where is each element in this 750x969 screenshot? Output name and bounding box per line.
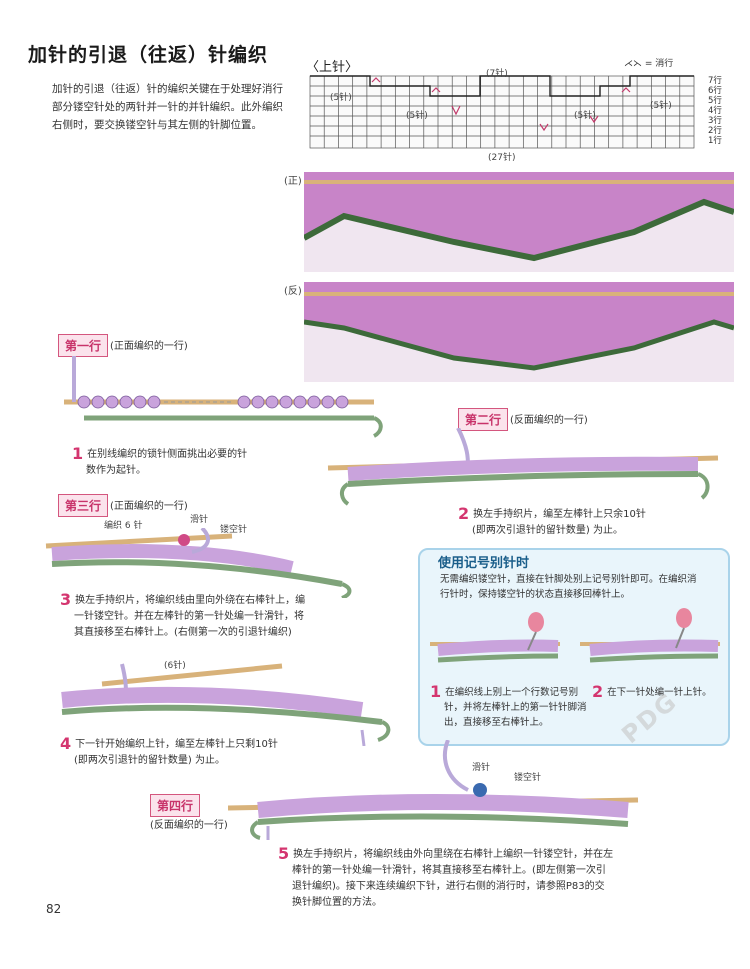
row-label-3: 3行 <box>708 116 722 126</box>
photo-back-label: (反) <box>284 286 302 297</box>
label-6-stitches: (6针) <box>164 661 186 671</box>
step-tag-row-1: 第一行 <box>58 334 109 357</box>
knitting-chart <box>309 75 695 149</box>
step-note-row-2: (反面编织的一行) <box>510 415 588 426</box>
tip-body: 无需编织镂空针，直接在针脚处别上记号别针即可。在编织消 行针时，保持镂空针的状态… <box>440 574 697 600</box>
step-3-number: 3 <box>60 590 72 609</box>
step-5-number: 5 <box>278 844 290 863</box>
page-number: 82 <box>46 902 62 916</box>
step-4-number: 4 <box>60 734 72 753</box>
row-label-4: 4行 <box>708 106 722 116</box>
page-title: 加针的引退（往返）针编织 <box>28 44 269 66</box>
tip-item-2-number: 2 <box>592 682 604 701</box>
back-swatch-photo <box>304 282 734 382</box>
chart-outline <box>310 75 694 97</box>
row-label-2: 2行 <box>708 126 722 136</box>
decrease-symbol-icon: ⋌⋋ <box>624 59 642 69</box>
stitch-marker-icon-2 <box>676 608 692 628</box>
chart-seg-label-1: (5针) <box>330 93 352 103</box>
step-2-illustration <box>327 428 719 506</box>
chart-title: 〈上针〉 <box>306 60 359 75</box>
step-note-row-4: (反面编织的一行) <box>150 820 228 831</box>
step-note-row-1: (正面编织的一行) <box>110 341 188 352</box>
row-label-5: 5行 <box>708 96 722 106</box>
photo-front-label: (正) <box>284 176 302 187</box>
chart-legend: ⋌⋋ = 消行 <box>624 56 673 69</box>
chart-grid <box>309 75 695 149</box>
chart-seg-label-2: (5针) <box>406 111 428 121</box>
tip-item-1-number: 1 <box>430 682 442 701</box>
chart-top-label: (7针) <box>486 69 508 79</box>
step-3-illustration <box>45 528 352 598</box>
chart-seg-label-4: (5针) <box>650 101 672 111</box>
step-1-illustration <box>64 356 383 438</box>
chart-seg-label-3: (5针) <box>574 111 596 121</box>
tip-illustration <box>430 608 720 663</box>
label-slip-stitch-5: 滑针 <box>472 763 491 773</box>
row-label-7: 7行 <box>708 76 722 86</box>
slip-stitch-marker-icon <box>473 783 487 797</box>
step-1-number: 1 <box>72 444 84 463</box>
label-yarn-over: 镂空针 <box>220 525 248 535</box>
step-tag-row-2: 第二行 <box>458 408 509 431</box>
step-5-illustration <box>228 740 639 840</box>
row-label-6: 6行 <box>708 86 722 96</box>
step-tag-row-3: 第三行 <box>58 494 109 517</box>
label-slip-stitch: 滑针 <box>190 515 209 525</box>
label-knit-6: 编织 6 针 <box>104 521 143 531</box>
step-4-illustration <box>61 663 391 746</box>
legend-text: = 消行 <box>644 59 674 69</box>
tip-title: 使用记号别针时 <box>438 556 530 571</box>
decrease-marks <box>371 77 631 132</box>
intro-paragraph: 加针的引退（往返）针的编织关键在于处理好消行部分镂空针处的两针并一针的并针编织。… <box>52 83 283 131</box>
step-tag-row-4: 第四行 <box>150 794 201 817</box>
chart-total-label: (27针) <box>488 153 516 163</box>
row-label-1: 1行 <box>708 136 722 146</box>
stitch-marker-icon <box>528 612 544 632</box>
label-yarn-over-5: 镂空针 <box>514 773 542 783</box>
step-note-row-3: (正面编织的一行) <box>110 501 188 512</box>
step-2-number: 2 <box>458 504 470 523</box>
front-swatch-photo <box>304 172 734 272</box>
